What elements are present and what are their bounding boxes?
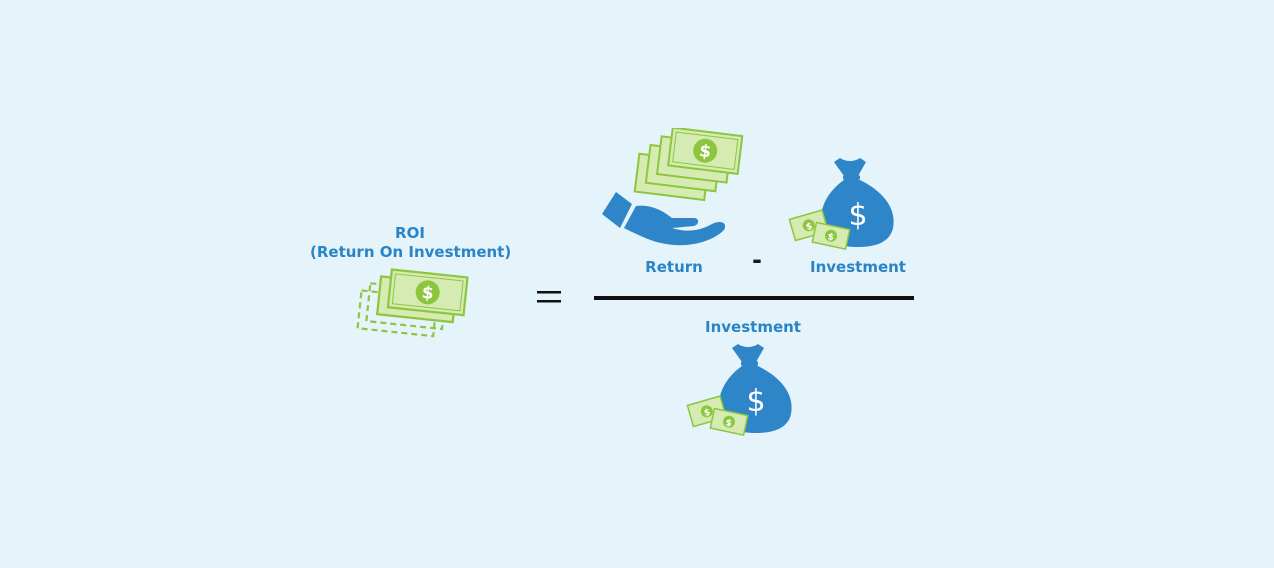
svg-text:$: $ xyxy=(703,408,712,419)
svg-text:$: $ xyxy=(746,384,765,419)
hand-receiving-cash-icon: $ xyxy=(602,128,744,246)
money-bag-with-bills-icon: $ $ $ xyxy=(788,158,894,250)
svg-text:$: $ xyxy=(698,141,712,162)
svg-text:$: $ xyxy=(421,283,435,304)
svg-text:$: $ xyxy=(827,232,835,243)
roi-full-name: (Return On Investment) xyxy=(310,243,512,261)
numerator-investment-label: Investment xyxy=(810,258,906,276)
svg-text:$: $ xyxy=(805,222,814,233)
return-label: Return xyxy=(645,258,703,276)
svg-text:$: $ xyxy=(848,198,867,233)
minus-operator: - xyxy=(752,246,762,274)
denominator-investment-label: Investment xyxy=(705,318,801,336)
svg-text:$: $ xyxy=(725,418,733,429)
equals-icon xyxy=(537,291,561,303)
fraction-bar xyxy=(594,296,914,300)
roi-abbreviation: ROI xyxy=(395,224,425,242)
money-bag-with-bills-icon: $ $ $ xyxy=(686,344,792,436)
dashed-cash-stack-icon: $ xyxy=(356,268,469,338)
roi-title: ROI (Return On Investment) xyxy=(310,224,512,262)
